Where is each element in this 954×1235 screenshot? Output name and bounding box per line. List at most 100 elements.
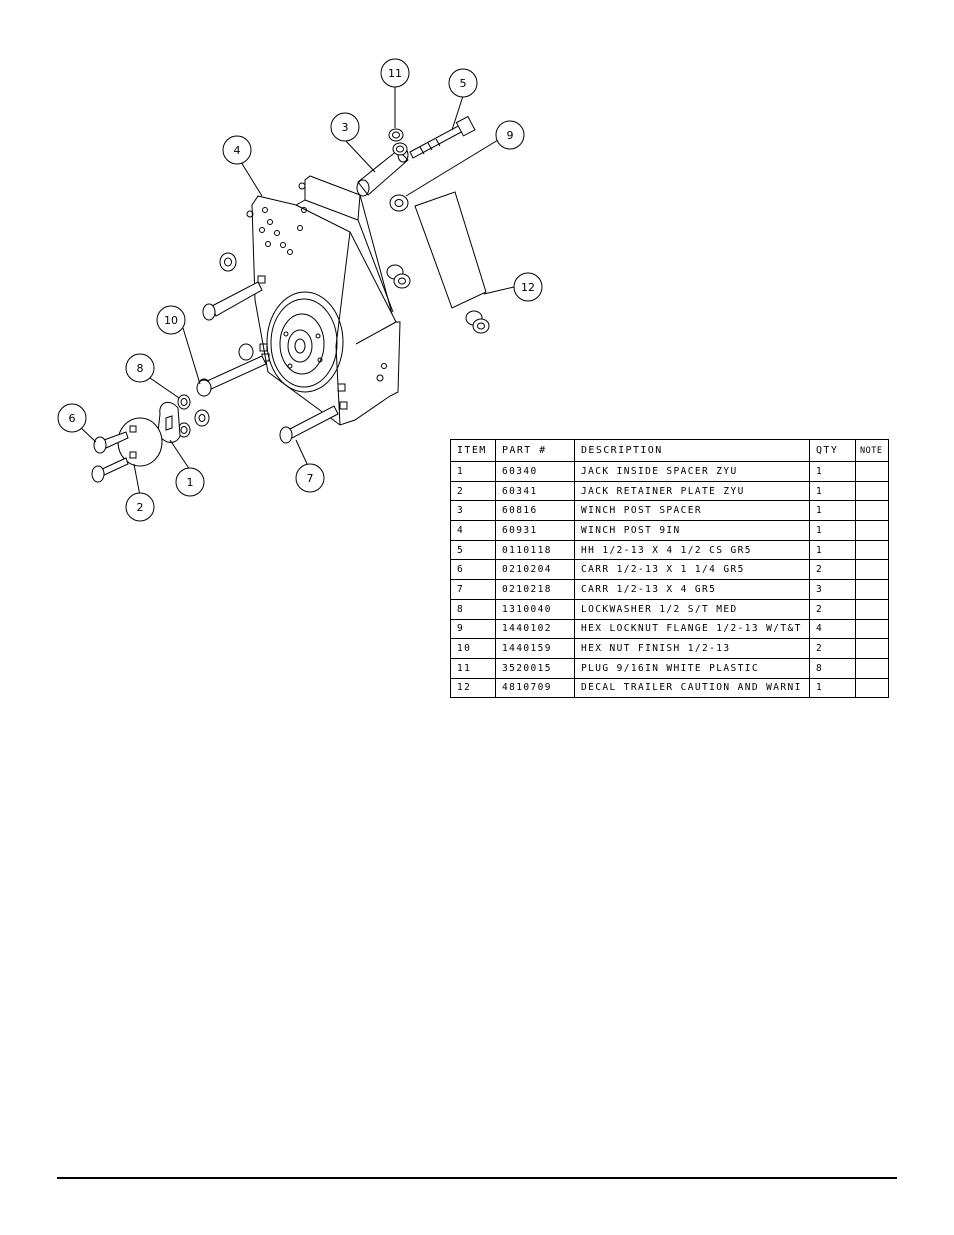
cell-qty: 8 [809,657,856,679]
header-item: ITEM [450,439,496,462]
cell-note [855,657,889,679]
balloon-label-9: 9 [507,129,514,142]
cell-description: DECAL TRAILER CAUTION AND WARNI [574,677,810,699]
cell-description: PLUG 9/16IN WHITE PLASTIC [574,657,810,679]
header-part-number: PART # [495,439,575,462]
balloon-label-4: 4 [234,144,241,157]
plug-part-11 [388,128,408,156]
hex-bolt-part-5 [409,115,476,159]
cell-note [855,500,889,522]
hex-nuts-part-10 [194,379,212,427]
cell-part-number: 60340 [495,461,575,482]
cell-note [855,480,889,502]
winch-post-spacer-part-3 [356,147,409,197]
cell-item: 1 [450,461,496,482]
cell-qty: 1 [809,520,856,541]
cell-part-number: 3520015 [495,657,575,679]
cell-part-number: 0210204 [495,559,575,581]
cell-description: WINCH POST SPACER [574,500,810,522]
cell-qty: 2 [809,638,856,659]
cell-item: 6 [450,559,496,581]
cell-item: 11 [450,657,496,679]
balloon-label-5: 5 [460,77,467,90]
locknut-part-9 [389,194,409,212]
cell-part-number: 1440102 [495,618,575,640]
cell-note [855,461,889,482]
cell-part-number: 0210218 [495,579,575,600]
header-note: NOTE [855,439,889,462]
cell-item: 9 [450,618,496,640]
cell-note [855,677,889,699]
cell-description: CARR 1/2-13 X 1 1/4 GR5 [574,559,810,581]
cell-item: 10 [450,638,496,659]
cell-part-number: 4810709 [495,677,575,699]
cell-description: WINCH POST 9IN [574,520,810,541]
cell-description: HEX NUT FINISH 1/2-13 [574,638,810,659]
cell-item: 12 [450,677,496,699]
cell-part-number: 1310040 [495,598,575,620]
balloon-label-2: 2 [137,501,144,514]
balloon-label-12: 12 [521,281,535,294]
cell-description: HEX LOCKNUT FLANGE 1/2-13 W/T&T [574,618,810,640]
lockwashers-part-8 [177,394,191,438]
leader-lines [79,87,515,497]
cell-item: 8 [450,598,496,620]
cell-qty: 1 [809,500,856,522]
cell-part-number: 0110118 [495,539,575,561]
cell-item: 5 [450,539,496,561]
cell-item: 3 [450,500,496,522]
cell-note [855,598,889,620]
bracket-plate-part-4 [246,175,401,426]
cell-description: JACK RETAINER PLATE ZYU [574,480,810,502]
carriage-bolts-part-6 [91,431,129,483]
cell-description: HH 1/2-13 X 4 1/2 CS GR5 [574,539,810,561]
exploded-assembly-diagram: 11 5 3 4 9 12 10 8 6 1 2 7 [57,58,543,522]
balloon-label-10: 10 [164,314,178,327]
cell-item: 4 [450,520,496,541]
cell-part-number: 60931 [495,520,575,541]
cell-note [855,520,889,541]
cell-qty: 1 [809,461,856,482]
jack-mount-ring [266,291,344,393]
header-description: DESCRIPTION [574,439,810,462]
decal-part-12 [414,191,487,309]
cell-part-number: 1440159 [495,638,575,659]
footer-divider [57,1177,897,1179]
cell-note [855,638,889,659]
cell-qty: 3 [809,579,856,600]
balloon-label-3: 3 [342,121,349,134]
balloon-label-8: 8 [137,362,144,375]
cell-note [855,539,889,561]
cell-qty: 2 [809,598,856,620]
cell-description: JACK INSIDE SPACER ZYU [574,461,810,482]
carriage-bolts-part-7 [197,281,339,444]
cell-qty: 4 [809,618,856,640]
cell-description: LOCKWASHER 1/2 S/T MED [574,598,810,620]
cell-note [855,579,889,600]
cell-qty: 1 [809,677,856,699]
table-header-row: ITEM PART # DESCRIPTION QTY NOTE [450,439,889,462]
header-qty: QTY [809,439,856,462]
cell-note [855,559,889,581]
cell-qty: 2 [809,559,856,581]
cell-note [855,618,889,640]
balloon-label-1: 1 [187,476,194,489]
cell-part-number: 60341 [495,480,575,502]
locknuts-plate-edge [219,252,490,334]
cell-description: CARR 1/2-13 X 4 GR5 [574,579,810,600]
cell-qty: 1 [809,480,856,502]
balloon-label-11: 11 [388,67,402,80]
